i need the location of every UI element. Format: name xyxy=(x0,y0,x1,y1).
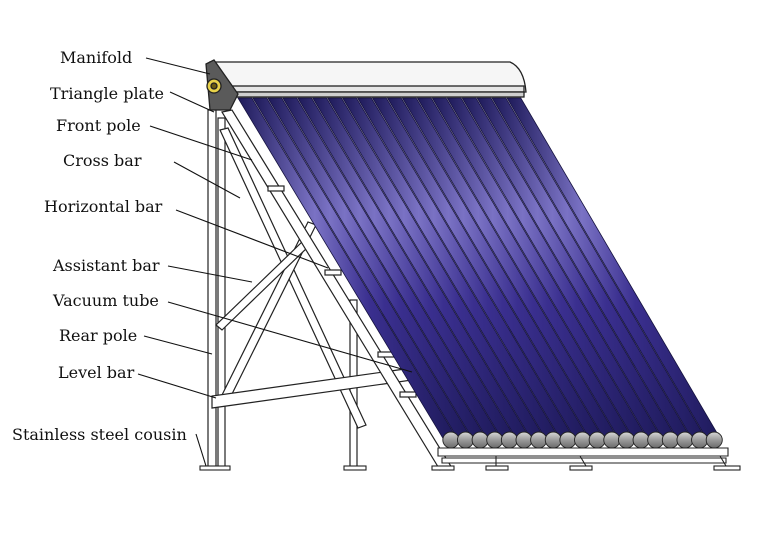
cross-bar-a xyxy=(219,127,367,429)
tube-cap xyxy=(617,431,635,449)
tube-cap xyxy=(471,431,489,449)
leader-cross-bar xyxy=(173,161,241,199)
label-rear-pole: Rear pole xyxy=(59,326,137,345)
tube-cap xyxy=(559,431,577,449)
manifold-outlet-core xyxy=(210,82,218,90)
foot-2 xyxy=(343,465,367,471)
rear-pole-left-inner xyxy=(217,117,226,469)
leader-horizontal-bar xyxy=(175,209,329,269)
tube-cap xyxy=(442,431,460,449)
tube-cap xyxy=(588,431,606,449)
foot-5 xyxy=(569,465,593,471)
label-triangle-plate: Triangle plate xyxy=(50,84,164,103)
leader-assistant-bar xyxy=(167,265,253,283)
manifold-rail-lower xyxy=(231,91,525,98)
tube-caps xyxy=(442,431,723,449)
tube-cap xyxy=(574,431,592,449)
tube-cap xyxy=(676,431,694,449)
label-manifold: Manifold xyxy=(60,48,132,67)
tube-cap xyxy=(486,431,504,449)
feet xyxy=(199,455,741,471)
tube-cap xyxy=(705,431,723,449)
rear-pole-left xyxy=(207,109,217,469)
tube-cap xyxy=(603,431,621,449)
tube-cap xyxy=(515,431,533,449)
leader-lines xyxy=(137,57,413,467)
horizontal-bar-2 xyxy=(324,269,342,276)
horizontal-bar-1 xyxy=(267,185,285,192)
leader-level-bar xyxy=(137,373,217,399)
label-assistant-bar: Assistant bar xyxy=(52,256,160,275)
foot-1 xyxy=(199,465,231,471)
foot-4 xyxy=(485,465,509,471)
tube-cap xyxy=(632,431,650,449)
label-vacuum-tube: Vacuum tube xyxy=(52,291,159,310)
labels: Manifold Triangle plate Front pole Cross… xyxy=(12,48,187,444)
bottom-support-rail xyxy=(437,447,729,457)
leader-front-pole xyxy=(149,125,253,161)
leader-vacuum-tube xyxy=(167,301,413,373)
vacuum-tubes xyxy=(237,97,722,441)
foot-6 xyxy=(713,465,741,471)
bottom-rail xyxy=(437,447,729,464)
foot-3 xyxy=(431,465,455,471)
label-level-bar: Level bar xyxy=(58,363,135,382)
leader-triangle-plate xyxy=(169,91,215,113)
tube-cap xyxy=(661,431,679,449)
tube-cap xyxy=(647,431,665,449)
manifold-rail xyxy=(231,85,525,93)
tube-cap xyxy=(500,431,518,449)
tube-cap xyxy=(457,431,475,449)
tube-cap xyxy=(691,431,709,449)
leader-stainless-steel-cousin xyxy=(195,433,207,467)
horizontal-bar-4 xyxy=(399,391,417,398)
tube-cap xyxy=(544,431,562,449)
bottom-support-rail-lower xyxy=(441,457,727,464)
label-front-pole: Front pole xyxy=(56,116,141,135)
leader-rear-pole xyxy=(143,335,213,355)
label-horizontal-bar: Horizontal bar xyxy=(44,197,163,216)
leader-manifold xyxy=(145,57,211,75)
label-stainless-steel-cousin: Stainless steel cousin xyxy=(12,425,187,444)
tube-cap xyxy=(530,431,548,449)
manifold xyxy=(205,59,527,111)
triangle-plate xyxy=(205,59,239,111)
label-cross-bar: Cross bar xyxy=(63,151,142,170)
